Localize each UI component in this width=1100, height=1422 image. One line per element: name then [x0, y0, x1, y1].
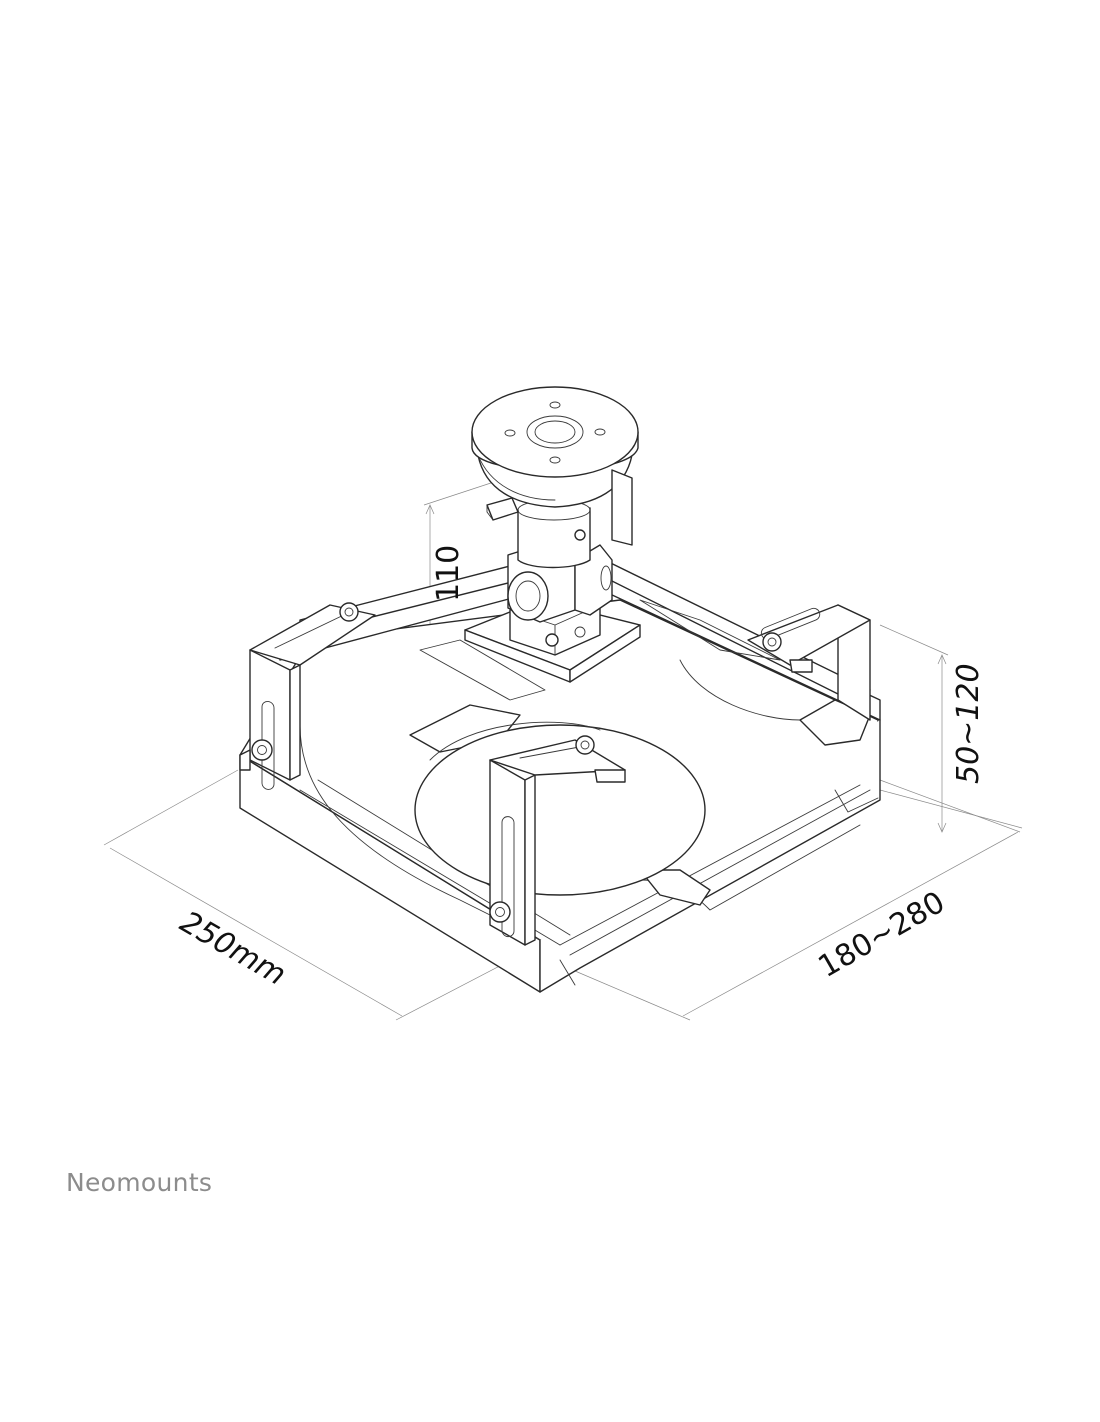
- center-disc: [414, 721, 706, 896]
- front-upright: [489, 735, 626, 946]
- brand-logo-text: Neomounts: [66, 1168, 213, 1197]
- dim-label-110: 110: [431, 545, 466, 602]
- dimension-lines: [103, 479, 1023, 1021]
- dim-label-50-120: 50~120: [951, 663, 986, 784]
- right-upright: [747, 604, 871, 721]
- swivel-joint: [486, 497, 613, 656]
- ceiling-plate: [471, 386, 639, 546]
- left-upright: [239, 602, 376, 790]
- dim-label-250mm: 250mm: [174, 905, 292, 993]
- dim-label-180-280: 180~280: [813, 885, 951, 985]
